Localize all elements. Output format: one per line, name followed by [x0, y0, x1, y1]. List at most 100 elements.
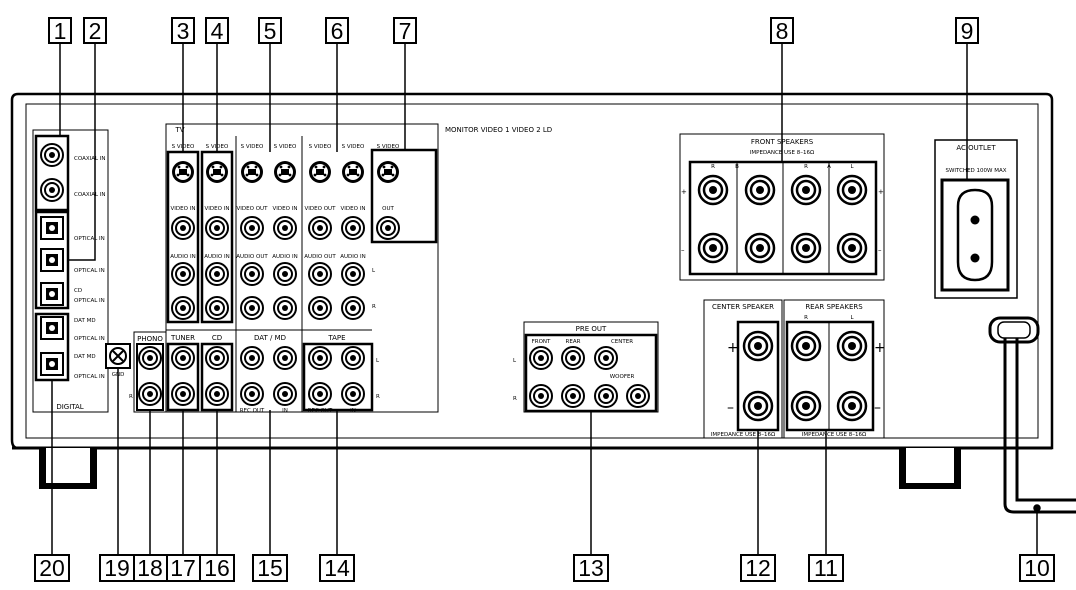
panel-label: 18: [137, 555, 163, 581]
leader-lines: [51, 43, 1041, 555]
callout-6: 6: [325, 17, 349, 44]
panel-label: OPTICAL IN: [74, 374, 105, 380]
panel-label: R: [376, 394, 380, 400]
panel-label: 7: [399, 18, 412, 44]
coaxial-jack: [40, 143, 64, 167]
panel-label: 19: [104, 555, 130, 581]
panel-label: OPTICAL IN: [74, 336, 105, 342]
callout-9: 9: [955, 17, 979, 44]
panel-label: COAXIAL IN: [74, 156, 106, 162]
panel-label: 10: [1024, 555, 1050, 581]
optical-jack: [40, 248, 64, 272]
panel-label: R: [372, 304, 376, 310]
panel-label: L: [376, 358, 380, 364]
panel-label: B: [735, 164, 739, 170]
panel-label: 11: [814, 555, 838, 581]
callout-8: 8: [770, 17, 794, 44]
panel-label: L: [850, 164, 854, 170]
panel-label: R: [804, 164, 808, 170]
panel-label: AUDIO IN: [170, 254, 195, 260]
panel-label: VIDEO IN: [171, 206, 196, 212]
panel-label: AC OUTLET: [956, 144, 996, 152]
panel-label: TV: [174, 126, 184, 134]
callout-15: 15: [252, 554, 288, 582]
optical-jack: [40, 216, 64, 240]
panel-label: DAT MD: [74, 318, 96, 324]
callout-numbers: 1 2 3 4 5 6 7 8 9 10 11 12 13 14 15 16 1…: [34, 17, 1055, 582]
panel-label: REAR SPEAKERS: [805, 303, 863, 311]
callout-1: 1: [48, 17, 72, 44]
panel-label: AUDIO OUT: [236, 254, 268, 260]
center-speaker-section: CENTER SPEAKER + – IMPEDANCE USE 8–16Ω: [703, 299, 783, 439]
panel-label: VIDEO OUT: [237, 206, 269, 212]
callout-11: 11: [808, 554, 844, 582]
panel-label: FRONT: [532, 339, 551, 345]
callout-10: 10: [1019, 554, 1055, 582]
panel-label: CD: [74, 288, 82, 294]
panel-label: –: [878, 246, 882, 254]
panel-label: VIDEO IN: [273, 206, 298, 212]
panel-label: WOOFER: [610, 374, 635, 380]
panel-label: S VIDEO: [241, 144, 264, 150]
panel-label: AUDIO IN: [340, 254, 365, 260]
optical-jack: [40, 282, 64, 306]
panel-label: 13: [578, 555, 604, 581]
panel-label: +: [727, 340, 739, 356]
panel-label: 17: [170, 555, 196, 581]
panel-label: TAPE: [327, 334, 345, 342]
panel-label: OPTICAL IN: [74, 236, 105, 242]
callout-5: 5: [258, 17, 282, 44]
panel-label: –: [874, 400, 881, 416]
panel-label: OUT: [382, 206, 394, 212]
panel-label: 6: [331, 18, 344, 44]
callout-16: 16: [199, 554, 235, 582]
panel-label: 12: [745, 555, 771, 581]
callout-7: 7: [393, 17, 417, 44]
panel-label: 5: [264, 18, 277, 44]
panel-label: PRE OUT: [576, 325, 607, 333]
panel-label: AUDIO OUT: [304, 254, 336, 260]
callout-18: 18: [132, 554, 168, 582]
panel-label: 1: [54, 18, 67, 44]
panel-label: OPTICAL IN: [74, 268, 105, 274]
chassis: [10, 92, 1054, 489]
panel-label: OPTICAL IN: [74, 298, 105, 304]
rear-speakers-section: REAR SPEAKERS R L + – IMPEDANCE USE 8–16…: [783, 299, 886, 439]
optical-jack: [40, 352, 64, 376]
panel-label: COAXIAL IN: [74, 192, 106, 198]
panel-label: AUDIO IN: [272, 254, 297, 260]
callout-12: 12: [740, 554, 776, 582]
callout-3: 3: [171, 17, 195, 44]
audio-video-inputs-section: TV MONITOR VIDEO 1 VIDEO 2 LD S VIDEO VI…: [165, 123, 552, 414]
panel-label: TUNER: [170, 334, 195, 342]
panel-label: PHONO: [137, 335, 163, 343]
panel-label: R: [804, 315, 808, 321]
panel-label: +: [681, 188, 687, 196]
panel-label: CENTER SPEAKER: [712, 303, 774, 311]
callout-20: 20: [34, 554, 70, 582]
panel-label: 8: [776, 18, 789, 44]
panel-label: R: [129, 394, 133, 400]
callout-14: 14: [319, 554, 355, 582]
panel-label: S VIDEO: [377, 144, 400, 150]
panel-label: 14: [324, 555, 350, 581]
callout-2: 2: [83, 17, 107, 44]
panel-label: R: [513, 396, 517, 402]
panel-label: MONITOR VIDEO 1 VIDEO 2 LD: [445, 126, 552, 134]
panel-label: REAR: [566, 339, 581, 345]
callout-17: 17: [165, 554, 201, 582]
panel-label: A: [827, 164, 831, 170]
panel-label: –: [727, 400, 734, 416]
callout-19: 19: [99, 554, 135, 582]
callout-13: 13: [573, 554, 609, 582]
panel-label: AUDIO IN: [204, 254, 229, 260]
digital-label: DIGITAL: [56, 403, 83, 411]
panel-label: CD: [212, 334, 222, 342]
panel-label: VIDEO OUT: [305, 206, 337, 212]
callout-4: 4: [205, 17, 229, 44]
panel-label: S VIDEO: [274, 144, 297, 150]
coaxial-jack: [40, 178, 64, 202]
panel-label: DAT MD: [74, 354, 96, 360]
panel-label: S VIDEO: [309, 144, 332, 150]
